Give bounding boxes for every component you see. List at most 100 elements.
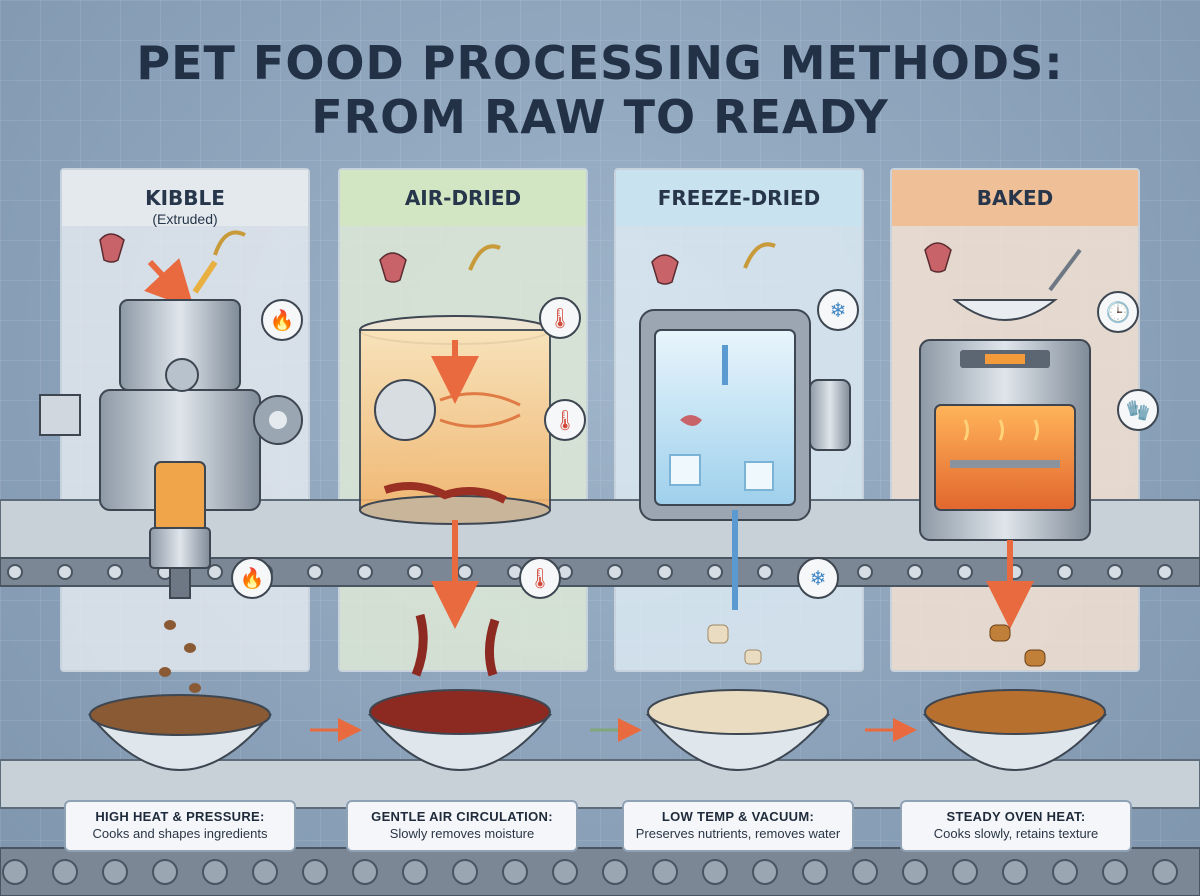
freeze-dryer-chamber <box>639 242 851 521</box>
roller <box>307 564 323 580</box>
clock-icon: 🕒 <box>1097 291 1139 333</box>
caption-head-kibble: HIGH HEAT & PRESSURE: <box>95 809 265 824</box>
roller <box>952 859 978 885</box>
roller <box>857 564 873 580</box>
roller <box>1057 564 1073 580</box>
method-name-air-dried: AIR-DRIED <box>404 186 522 210</box>
extruder-machine <box>39 230 303 599</box>
snowflake-icon: ❄ <box>797 557 839 599</box>
roller <box>2 859 28 885</box>
caption-head-air-dried: GENTLE AIR CIRCULATION: <box>371 809 553 824</box>
roller <box>602 859 628 885</box>
roller <box>1102 859 1128 885</box>
roller <box>752 859 778 885</box>
mixing-bowl <box>952 299 1058 321</box>
svg-text:🌡: 🌡 <box>527 566 552 590</box>
baking-oven <box>919 242 1091 541</box>
bowl-air-dried <box>367 689 553 771</box>
roller <box>502 859 528 885</box>
roller <box>352 859 378 885</box>
raw-meat-icon <box>651 254 679 285</box>
roller <box>1052 859 1078 885</box>
caption-body-kibble: Cooks and shapes ingredients <box>92 826 268 841</box>
bowl-kibble <box>87 694 273 771</box>
svg-text:🌡: 🌡 <box>547 306 572 330</box>
grain-icon <box>743 242 776 269</box>
roller <box>802 859 828 885</box>
caption-body-baked: Cooks slowly, retains texture <box>933 826 1099 841</box>
svg-text:❄: ❄ <box>810 566 827 590</box>
raw-meat-icon <box>379 252 407 283</box>
method-name-freeze-dried: FREEZE-DRIED <box>657 186 821 210</box>
raw-meat-icon <box>924 242 952 273</box>
title-line-2: FROM RAW TO READY <box>311 90 889 144</box>
method-name-kibble: KIBBLE <box>145 186 225 210</box>
caption-baked: STEADY OVEN HEAT: Cooks slowly, retains … <box>900 800 1132 852</box>
roller <box>957 564 973 580</box>
panel-freeze-dried-header <box>616 170 862 226</box>
method-name-baked: BAKED <box>976 186 1054 210</box>
caption-kibble: HIGH HEAT & PRESSURE: Cooks and shapes i… <box>64 800 296 852</box>
falling-freeze-chunks <box>707 624 762 665</box>
svg-text:🔥: 🔥 <box>240 566 265 590</box>
roller <box>657 564 673 580</box>
svg-text:🕒: 🕒 <box>1106 300 1131 324</box>
method-sub-kibble: (Extruded) <box>152 211 218 227</box>
roller <box>1152 859 1178 885</box>
grain-icon <box>468 244 501 271</box>
caption-head-baked: STEADY OVEN HEAT: <box>946 809 1086 824</box>
roller <box>702 859 728 885</box>
roller <box>907 564 923 580</box>
roller <box>102 859 128 885</box>
roller <box>652 859 678 885</box>
roller <box>852 859 878 885</box>
roller <box>707 564 723 580</box>
panel-baked-header <box>892 170 1138 226</box>
roller <box>52 859 78 885</box>
svg-text:🧤: 🧤 <box>1126 398 1151 422</box>
thermometer-icon: 🌡 <box>519 557 561 599</box>
oven-mitt-icon: 🧤 <box>1117 389 1159 431</box>
thermometer-icon: 🌡 <box>539 297 581 339</box>
lower-rollers <box>2 859 1178 885</box>
roller <box>902 859 928 885</box>
roller <box>252 859 278 885</box>
roller <box>402 859 428 885</box>
roller <box>202 859 228 885</box>
roller <box>357 564 373 580</box>
roller <box>452 859 478 885</box>
roller <box>207 564 223 580</box>
snowflake-icon: ❄ <box>817 289 859 331</box>
svg-text:🔥: 🔥 <box>270 308 295 332</box>
roller <box>1157 564 1173 580</box>
svg-text:🌡: 🌡 <box>552 408 577 432</box>
caption-body-air-dried: Slowly removes moisture <box>389 826 535 841</box>
roller <box>552 859 578 885</box>
roller <box>302 859 328 885</box>
falling-kibble <box>159 620 201 693</box>
panel-air-dried-header <box>340 170 586 226</box>
grain-icon <box>213 230 246 256</box>
caption-head-freeze-dried: LOW TEMP & VACUUM: <box>661 809 815 824</box>
flame-icon: 🔥 <box>231 557 273 599</box>
raw-meat-icon <box>99 233 125 263</box>
panel-kibble-header <box>62 170 308 226</box>
roller <box>57 564 73 580</box>
bowl-freeze-dried <box>645 689 831 771</box>
bowl-baked <box>922 689 1108 771</box>
roller <box>407 564 423 580</box>
roller <box>7 564 23 580</box>
flame-icon: 🔥 <box>261 299 303 341</box>
roller <box>107 564 123 580</box>
roller <box>457 564 473 580</box>
title-line-1: PET FOOD PROCESSING METHODS: <box>136 36 1064 90</box>
caption-air-dried: GENTLE AIR CIRCULATION: Slowly removes m… <box>346 800 578 852</box>
falling-biscuits <box>989 624 1046 667</box>
svg-text:❄: ❄ <box>830 298 847 322</box>
thermometer-icon: 🌡 <box>544 399 586 441</box>
roller <box>757 564 773 580</box>
air-dryer-chamber <box>359 244 551 525</box>
roller <box>152 859 178 885</box>
